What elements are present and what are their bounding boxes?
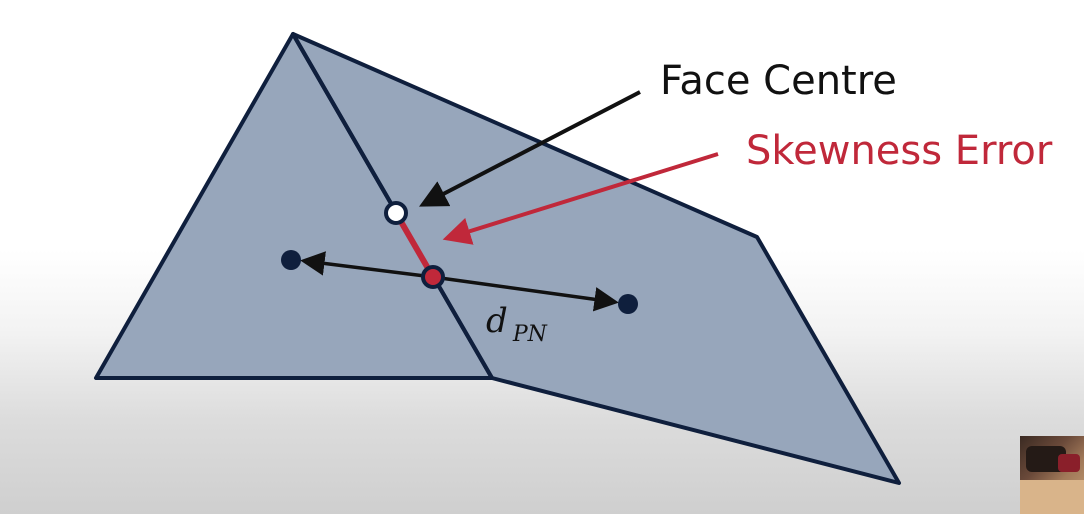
- dpn-label-main: d: [486, 301, 508, 341]
- dpn-label-sub: PN: [512, 322, 548, 347]
- skewness-error-arrow: [442, 152, 719, 245]
- face-centre-arrow: [419, 90, 641, 207]
- skewness-error-label: Skewness Error: [746, 128, 1053, 174]
- skewness-segment: [393, 210, 436, 280]
- webcam-thumbnail: [1020, 436, 1084, 514]
- cell-centre-p: [281, 250, 301, 270]
- webcam-shape: [1058, 454, 1080, 472]
- dpn-arrow-to-n: [432, 275, 619, 312]
- dpn-label: d PN: [486, 301, 548, 347]
- dpn-arrow-to-p: [300, 251, 434, 279]
- webcam-shape: [1020, 480, 1084, 514]
- face-centre-label: Face Centre: [660, 58, 897, 104]
- cell-centre-n: [618, 294, 638, 314]
- intersection-point: [421, 265, 445, 289]
- face-centre-point: [384, 201, 408, 225]
